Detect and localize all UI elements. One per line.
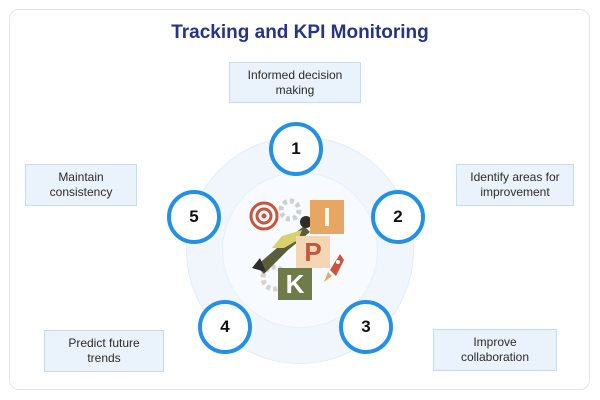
letter-tile-p: P xyxy=(296,236,330,268)
step-2-label: Identify areas for improvement xyxy=(456,164,574,206)
step-3-label: Improve collaboration xyxy=(433,329,557,371)
step-1-circle: 1 xyxy=(269,122,323,176)
diagram-title: Tracking and KPI Monitoring xyxy=(171,22,429,43)
target-icon xyxy=(249,201,279,231)
step-2-circle: 2 xyxy=(371,190,425,244)
step-3-circle: 3 xyxy=(339,300,393,354)
step-5-circle: 5 xyxy=(167,190,221,244)
step-4-label: Predict future trends xyxy=(44,330,164,372)
kpi-illustration: I P K xyxy=(244,196,356,302)
letter-tile-i: I xyxy=(310,200,344,234)
letter-tile-k: K xyxy=(278,268,312,300)
step-4-circle: 4 xyxy=(198,300,252,354)
rocket-icon xyxy=(324,254,344,282)
step-5-label: Maintain consistency xyxy=(25,164,137,206)
step-1-label: Informed decision making xyxy=(229,62,361,103)
